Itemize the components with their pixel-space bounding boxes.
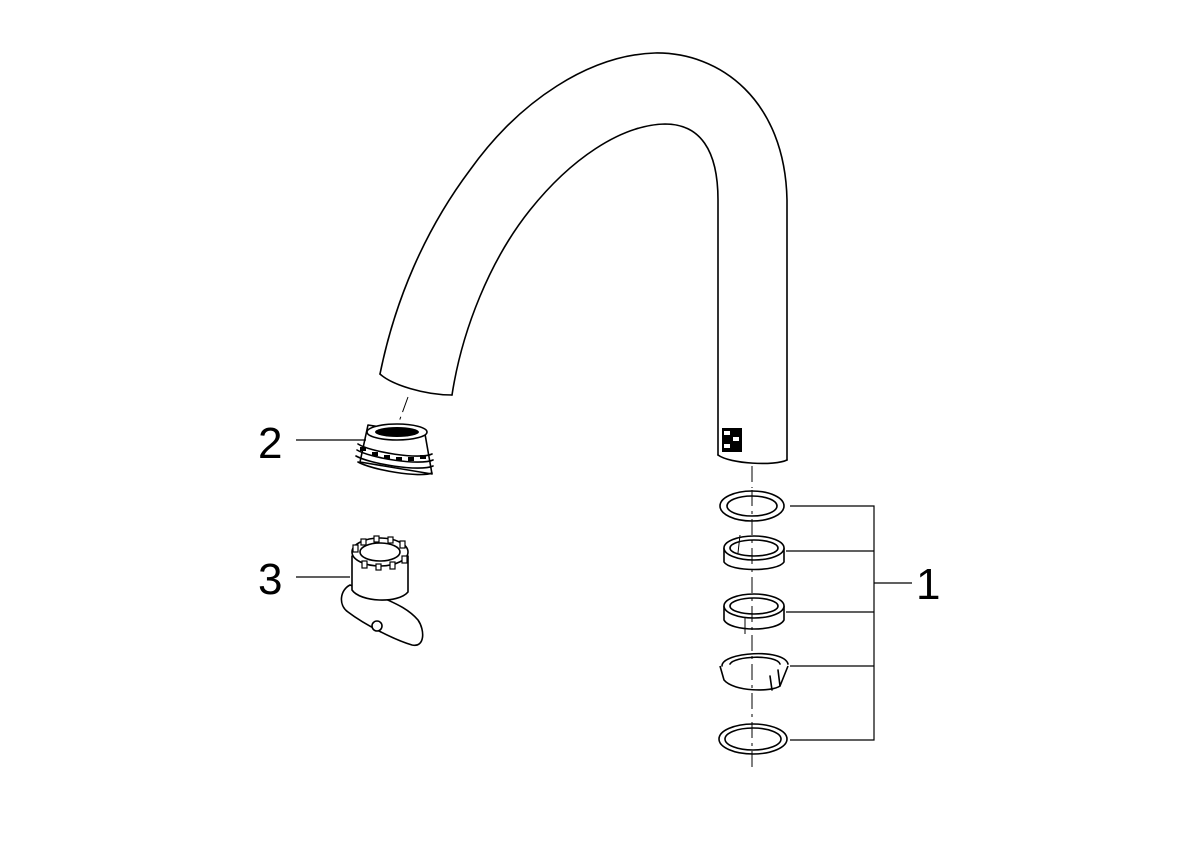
ring-set bbox=[718, 490, 789, 770]
aerator-key-tool bbox=[340, 535, 424, 646]
ring-cone bbox=[719, 652, 789, 691]
ring-o-ring bbox=[718, 723, 788, 755]
ring-sleeve-1 bbox=[723, 534, 785, 571]
callout-1: 1 bbox=[916, 560, 940, 609]
brand-mark bbox=[722, 428, 742, 452]
leader-lines bbox=[296, 439, 912, 741]
aerator bbox=[355, 423, 434, 476]
callout-2: 2 bbox=[258, 419, 282, 468]
callout-3: 3 bbox=[258, 555, 282, 604]
ring-sleeve-2 bbox=[723, 593, 785, 634]
spout bbox=[379, 52, 788, 488]
